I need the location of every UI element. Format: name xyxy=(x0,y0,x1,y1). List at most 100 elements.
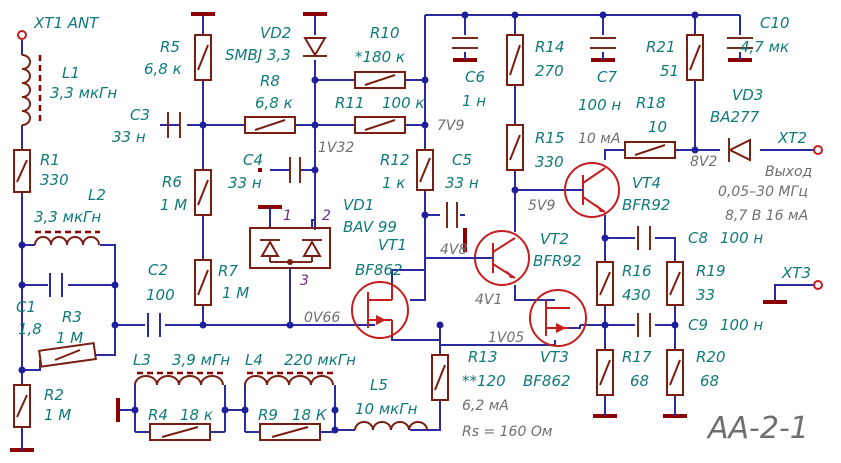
title-stamp: AA-2-1 xyxy=(706,411,809,446)
val-r10: *180 к xyxy=(355,48,405,66)
ref-r8: R8 xyxy=(260,72,280,90)
junction xyxy=(18,366,26,374)
capacitor-c2 xyxy=(147,313,161,337)
resistor-r19 xyxy=(666,261,684,306)
ref-l5: L5 xyxy=(370,376,388,394)
transistors xyxy=(351,162,620,347)
wire-vd1-2 xyxy=(311,219,315,228)
val-c3: 33 н xyxy=(112,128,146,146)
ref-r16: R16 xyxy=(622,262,652,280)
resistor-r13 xyxy=(431,354,449,401)
capacitor-c6 xyxy=(452,37,478,49)
capacitors xyxy=(49,37,753,337)
val-r11: 100 к xyxy=(382,94,424,112)
terminal-xt3[interactable] xyxy=(813,280,823,290)
ref-vd2: VD2 xyxy=(260,24,291,42)
val-r8: 6,8 к xyxy=(255,94,293,112)
ref-r12: R12 xyxy=(380,151,410,169)
junction xyxy=(18,241,26,249)
labels: XT1 ANT L1 3,3 мкГн R1 330 L2 3,3 мкГн C… xyxy=(16,14,812,446)
val-r20: 68 xyxy=(700,372,719,390)
diodes xyxy=(249,37,751,269)
wire-vt4-coll xyxy=(604,149,625,160)
val-vt2: BFR92 xyxy=(533,252,581,270)
wire-r12-vt1 xyxy=(410,190,426,301)
junction xyxy=(671,321,679,329)
junction xyxy=(421,76,429,84)
capacitor-c8 xyxy=(637,226,651,250)
ref-l4: L4 xyxy=(245,351,263,369)
ref-vd1: VD1 xyxy=(343,196,374,214)
val-r9: 18 К xyxy=(292,406,328,424)
junction xyxy=(311,121,319,129)
junction xyxy=(691,11,699,19)
vd1-pin3: 3 xyxy=(300,273,309,289)
junction xyxy=(436,321,444,329)
junction xyxy=(221,406,229,414)
v-4v1: 4V1 xyxy=(475,292,502,308)
terminal-xt1[interactable] xyxy=(17,30,27,40)
vd1-pin2: 2 xyxy=(322,208,331,224)
ground-bar xyxy=(763,300,787,304)
ground-bar xyxy=(116,398,120,422)
junction xyxy=(199,321,207,329)
val-r17: 68 xyxy=(630,372,649,390)
ref-r10: R10 xyxy=(370,24,400,42)
junction xyxy=(421,121,429,129)
v-7v9: 7V9 xyxy=(437,118,464,134)
val-c8: 100 н xyxy=(720,229,763,247)
resistor-r9 xyxy=(259,423,321,441)
transistor-vt4 xyxy=(564,162,620,218)
wire-r3-right xyxy=(95,285,116,356)
junction xyxy=(601,234,609,242)
ground-bar xyxy=(191,12,215,16)
val-r3: 1 М xyxy=(56,329,83,347)
transistor-vt3 xyxy=(529,289,587,347)
val-c7: 100 н xyxy=(578,96,621,114)
val-r5: 6,8 к xyxy=(144,60,182,78)
ref-c2: C2 xyxy=(148,261,168,279)
ground-bar xyxy=(463,228,467,252)
inductor-l5 xyxy=(354,421,428,431)
inductor-l4 xyxy=(244,371,334,386)
wire-1v05 xyxy=(439,325,556,346)
resistor-r20 xyxy=(666,349,684,396)
val-r12: 1 к xyxy=(382,174,405,192)
ref-c3: C3 xyxy=(130,106,150,124)
terminal-xt2[interactable] xyxy=(813,145,823,155)
resistor-r6 xyxy=(194,169,212,216)
val-l3: 3,9 мГн xyxy=(172,351,230,369)
ref-vt1: VT1 xyxy=(378,236,407,254)
inductor-l1 xyxy=(21,54,42,126)
resistor-r12 xyxy=(416,149,434,191)
label-xt3: XT3 xyxy=(781,264,811,282)
ground-bar xyxy=(258,168,262,172)
ref-c7: C7 xyxy=(597,68,617,86)
ref-c8: C8 xyxy=(688,229,708,247)
ref-c6: C6 xyxy=(465,68,485,86)
resistor-r21 xyxy=(686,34,704,81)
val-l2: 3,3 мкГн xyxy=(34,208,101,226)
val-vd1: BAV 99 xyxy=(343,218,397,236)
ref-r14: R14 xyxy=(535,38,565,56)
resistor-r18 xyxy=(624,141,676,159)
vd1-pin1: 1 xyxy=(283,208,292,224)
ref-c10: C10 xyxy=(760,14,790,32)
resistor-r10 xyxy=(354,71,406,89)
capacitor-c5 xyxy=(446,202,458,228)
note-rs: Rs = 160 Ом xyxy=(462,424,553,440)
ref-r18: R18 xyxy=(636,94,666,112)
v-8v2: 8V2 xyxy=(690,154,717,170)
ref-r5: R5 xyxy=(160,38,180,56)
val-c10: 4,7 мк xyxy=(740,38,789,56)
diode-vd3 xyxy=(727,138,751,162)
val-vt3: BF862 xyxy=(523,372,571,390)
note-i-r13: 6,2 мА xyxy=(462,398,509,414)
ref-r11: R11 xyxy=(335,94,365,112)
val-c5: 33 н xyxy=(445,174,479,192)
resistor-r1 xyxy=(13,149,31,193)
output-note-3: 8,7 В 16 мА xyxy=(725,208,808,224)
val-r2: 1 М xyxy=(44,406,71,424)
val-vd3: BA277 xyxy=(710,108,760,126)
